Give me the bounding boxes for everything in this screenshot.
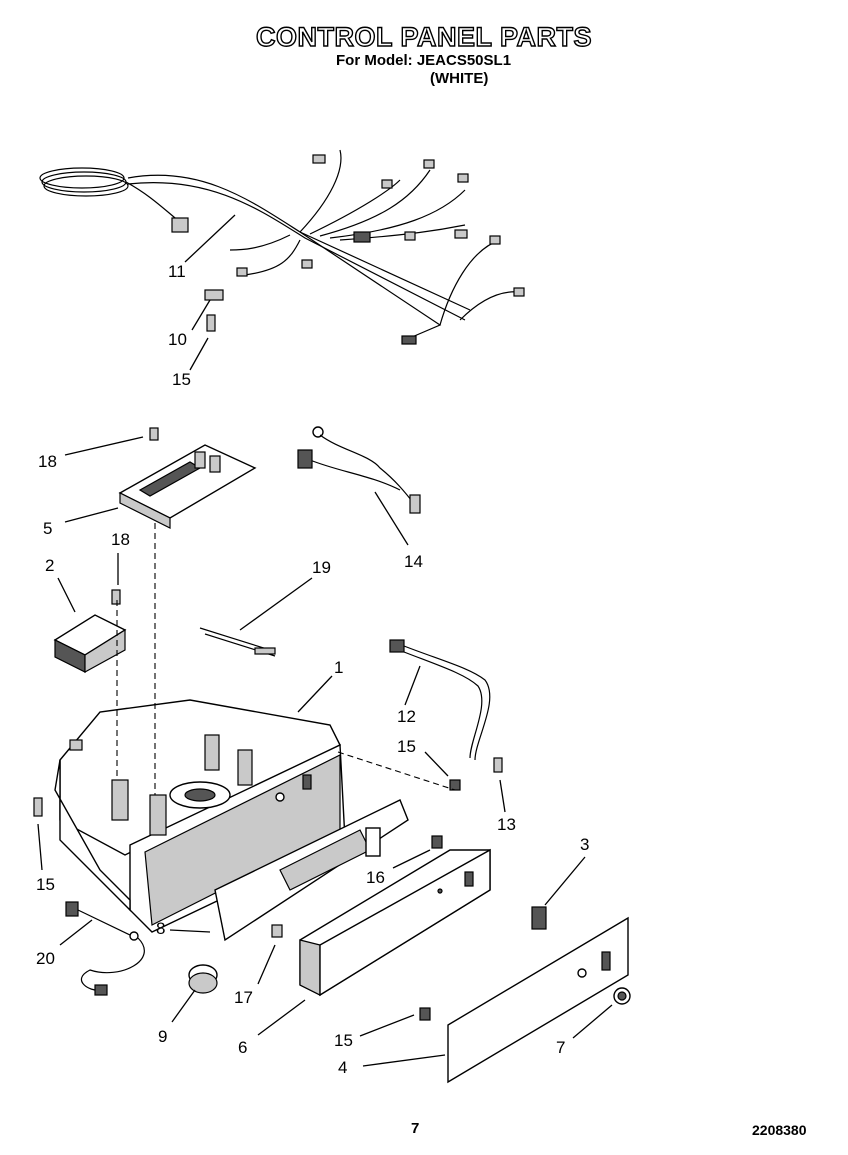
page-number: 7 xyxy=(411,1120,420,1137)
callout-2: 2 xyxy=(45,556,54,575)
callout-16: 16 xyxy=(366,868,385,887)
callout-11: 11 xyxy=(168,262,186,281)
callout-5: 5 xyxy=(43,519,52,538)
callout-1: 1 xyxy=(334,658,343,677)
overlay-part-4 xyxy=(447,916,629,1084)
front-panel-part-6 xyxy=(299,848,491,997)
wire-harness-part-14 xyxy=(297,426,421,514)
wire-harness-part-11 xyxy=(39,149,525,345)
callout-10: 10 xyxy=(168,330,187,349)
callout-4: 4 xyxy=(338,1058,347,1077)
wire-part-12 xyxy=(389,639,491,761)
page-title: CONTROL PANEL PARTS xyxy=(255,21,593,52)
document-number: 2208380 xyxy=(752,1122,807,1138)
callout-6: 6 xyxy=(238,1038,247,1057)
color-label: (WHITE) xyxy=(430,70,489,87)
switch-part-3 xyxy=(531,906,547,930)
callout-15-left: 15 xyxy=(36,875,55,894)
model-label: For Model: JEACS50SL1 xyxy=(336,52,512,69)
callout-15-bottom: 15 xyxy=(334,1031,353,1050)
housing-part-1 xyxy=(54,699,346,933)
callout-20: 20 xyxy=(36,949,55,968)
button-part-9 xyxy=(188,964,218,994)
callout-17: 17 xyxy=(234,988,253,1007)
callout-15-right: 15 xyxy=(397,737,416,756)
callout-8: 8 xyxy=(156,919,165,938)
callout-13: 13 xyxy=(497,815,516,834)
callout-15-upper: 15 xyxy=(172,370,191,389)
clip-part-17 xyxy=(271,924,283,938)
screws xyxy=(33,757,503,1021)
callout-12: 12 xyxy=(397,707,416,726)
callout-3: 3 xyxy=(580,835,589,854)
bracket-part-10 xyxy=(204,289,224,332)
leader-lines xyxy=(37,214,613,1067)
callout-14: 14 xyxy=(404,552,423,571)
knob-part-7 xyxy=(613,987,631,1005)
bracket-part-8 xyxy=(214,799,409,942)
control-board-part-5 xyxy=(118,427,257,529)
callout-18-upper: 18 xyxy=(38,452,57,471)
wire-part-20 xyxy=(65,901,145,996)
thermistor-part-19 xyxy=(199,627,276,657)
callout-7: 7 xyxy=(556,1038,565,1057)
callout-18-lower: 18 xyxy=(111,530,130,549)
callout-9: 9 xyxy=(158,1027,167,1046)
callout-19: 19 xyxy=(312,558,331,577)
transformer-part-2 xyxy=(53,589,127,674)
